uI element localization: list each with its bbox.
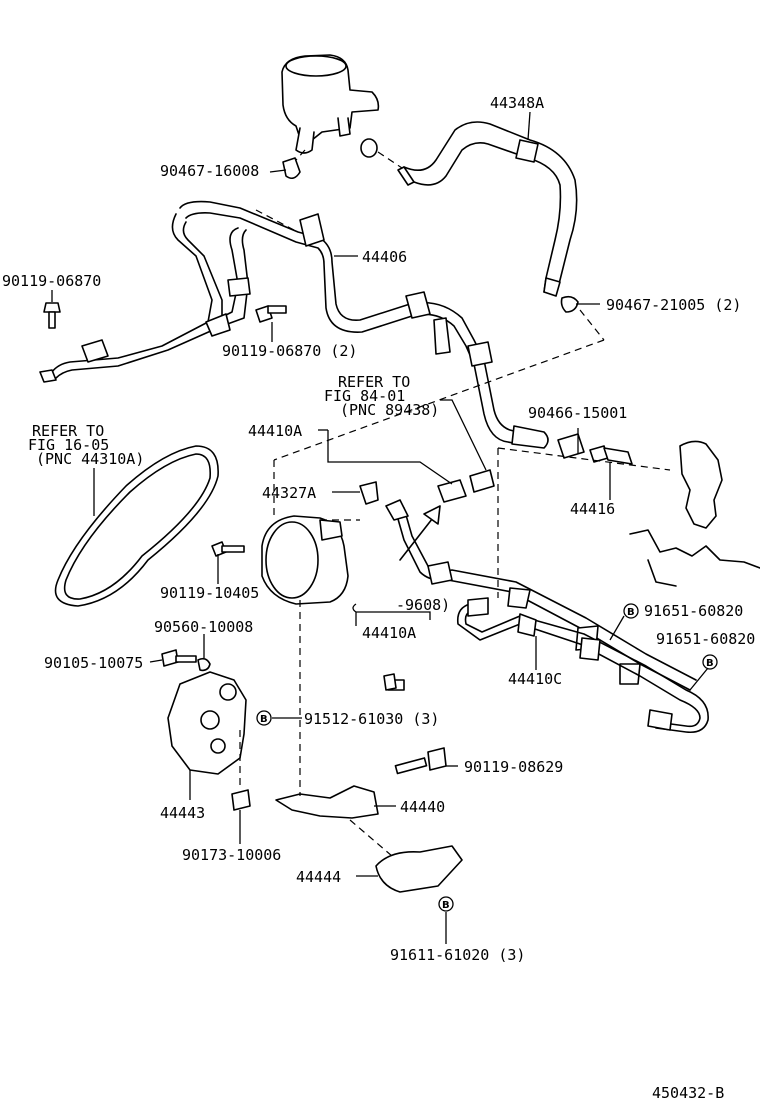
bolt-90119-10405: [211, 541, 245, 557]
union-44416: [589, 445, 633, 465]
svg-text:(PNC 89438): (PNC 89438): [340, 401, 439, 419]
cooler-tubes-upper: [39, 213, 251, 383]
callout-44410c: 44410C: [508, 670, 562, 688]
refer-fig-84-01: REFER TO FIG 84-01 (PNC 89438): [324, 373, 439, 419]
steering-gear: [629, 440, 760, 587]
callout-44327a: 44327A: [262, 484, 316, 502]
callout-90119-08629: 90119-08629: [464, 758, 563, 776]
pressure-hose-44410a: [385, 469, 697, 691]
bracket-44440: [275, 785, 379, 819]
badge-b-91512: B: [256, 710, 272, 726]
svg-text:REFER TO: REFER TO: [32, 422, 104, 440]
callout-44410a: 44410A: [248, 422, 302, 440]
callout-91651-60820-b: 91651-60820: [656, 630, 755, 648]
callout-90466-15001: 90466-15001: [528, 404, 627, 422]
svg-text:FIG 16-05: FIG 16-05: [28, 436, 109, 454]
bracket-44327a: [359, 481, 379, 505]
pressure-tube-44406: [179, 200, 549, 449]
badge-b-91651-b: B: [702, 654, 718, 670]
callout-90119-06870-2: 90119-06870 (2): [222, 342, 357, 360]
leader-lines: [51, 111, 709, 944]
callout-91651-60820-a: 91651-60820: [644, 602, 743, 620]
dashed-guide: [377, 151, 403, 169]
svg-text:B: B: [442, 900, 450, 911]
callout-44443: 44443: [160, 804, 205, 822]
bolt-90119-06870-center: [255, 305, 287, 323]
hose-clamp-21005: [560, 295, 579, 313]
hose-clamp-16008: [282, 157, 301, 180]
bolt-44410a-lower: [383, 673, 405, 691]
drive-belt: [54, 445, 219, 607]
badge-b-91651-a: B: [623, 603, 639, 619]
callout-90119-10405: 90119-10405: [160, 584, 259, 602]
callout-90119-06870: 90119-06870: [2, 272, 101, 290]
badge-b-91611: B: [438, 896, 454, 912]
callout-44440: 44440: [400, 798, 445, 816]
washer-90560: [197, 657, 211, 672]
date-note: -9608): [396, 596, 450, 614]
callout-44416: 44416: [570, 500, 615, 518]
callout-90467-16008: 90467-16008: [160, 162, 259, 180]
callout-91611-61020: 91611-61020 (3): [390, 946, 525, 964]
power-steering-pump: [261, 515, 349, 605]
svg-text:REFER TO: REFER TO: [338, 373, 410, 391]
nut-90173: [231, 789, 251, 811]
direction-arrow: [399, 513, 437, 561]
hose-clamp-small: [360, 138, 378, 158]
callout-44406: 44406: [362, 248, 407, 266]
svg-text:FIG 84-01: FIG 84-01: [324, 387, 405, 405]
svg-text:B: B: [260, 714, 268, 725]
bolt-90119-08629: [394, 747, 447, 775]
cooler-tube-44410c: [456, 597, 709, 734]
dashed-guides: [255, 209, 671, 598]
callout-90467-21005: 90467-21005 (2): [606, 296, 741, 314]
bracket-44444: [375, 845, 463, 893]
callout-90560-10008: 90560-10008: [154, 618, 253, 636]
reservoir-tank: [281, 54, 380, 154]
callout-90173-10006: 90173-10006: [182, 846, 281, 864]
bolt-90119-06870-left: [43, 302, 61, 329]
callout-44348a: 44348A: [490, 94, 544, 112]
refer-fig-16-05: REFER TO FIG 16-05 (PNC 44310A): [28, 422, 144, 468]
callout-44410a-lower: 44410A: [362, 624, 416, 642]
bolt-90105-10075: [161, 649, 197, 667]
svg-text:B: B: [706, 658, 714, 669]
arrow-head: [423, 505, 441, 525]
svg-text:B: B: [627, 607, 635, 618]
gasket-90466: [557, 433, 585, 459]
svg-text:(PNC 44310A): (PNC 44310A): [36, 450, 144, 468]
bracket-44443: [167, 671, 247, 775]
callout-90105-10075: 90105-10075: [44, 654, 143, 672]
diagram-code: 450432-B: [652, 1084, 724, 1102]
return-hose-44348a: [397, 121, 578, 297]
callout-44444: 44444: [296, 868, 341, 886]
callout-91512-61030: 91512-61030 (3): [304, 710, 439, 728]
